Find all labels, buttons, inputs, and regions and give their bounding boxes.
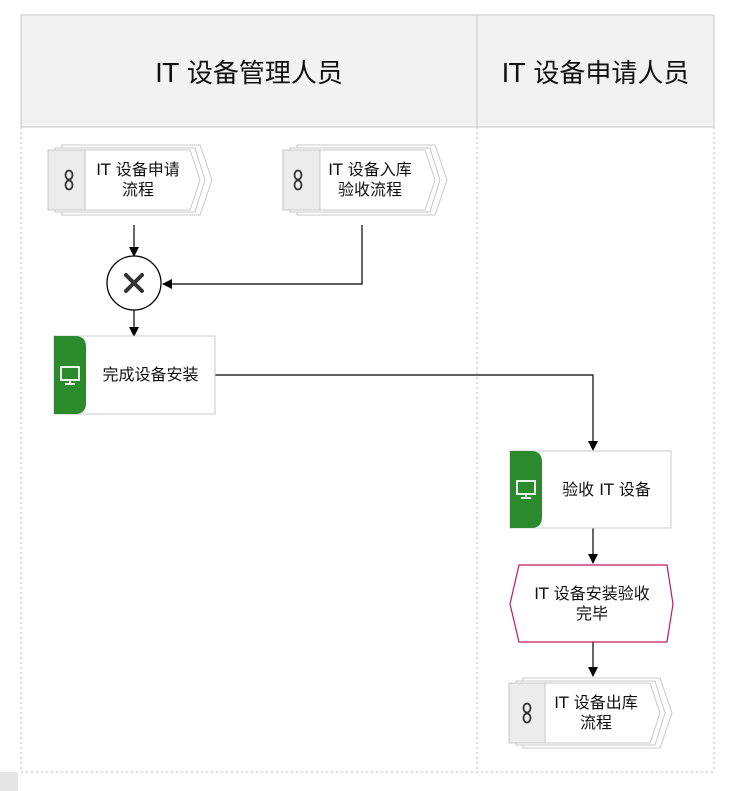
- x-icon: [124, 273, 144, 293]
- link-icon: [293, 169, 303, 191]
- process-link-storage-acceptance[interactable]: [282, 144, 448, 216]
- process-label-it-outbound: IT 设备出库 流程: [554, 693, 638, 732]
- monitor-icon: [60, 366, 80, 385]
- task-label-complete-install: 完成设备安装: [102, 365, 199, 384]
- connector-storage-to-gateway: [162, 225, 363, 289]
- task-complete-install[interactable]: [53, 335, 216, 415]
- lane-title-it-manager: IT 设备管理人员: [155, 58, 343, 89]
- event-label-install-done: IT 设备安装验收 完毕: [534, 583, 650, 623]
- link-icon: [64, 169, 74, 191]
- task-label-accept-equipment: 验收 IT 设备: [562, 479, 651, 499]
- corner-marker: [0, 772, 18, 791]
- monitor-icon: [516, 480, 536, 499]
- process-link-it-request[interactable]: [47, 144, 213, 216]
- process-label-storage-acceptance: IT 设备入库 验收流程: [328, 160, 412, 199]
- link-icon: [522, 702, 532, 724]
- lane-title-it-applicant: IT 设备申请人员: [501, 58, 690, 89]
- xor-gateway[interactable]: [106, 255, 162, 311]
- process-link-it-outbound[interactable]: [508, 677, 673, 749]
- task-accept-equipment[interactable]: [509, 450, 672, 529]
- lane-header-band: [20, 14, 715, 128]
- event-install-acceptance-done[interactable]: [509, 564, 674, 643]
- connector-install-to-accept: [215, 374, 598, 451]
- process-label-it-request: IT 设备申请 流程: [96, 160, 180, 199]
